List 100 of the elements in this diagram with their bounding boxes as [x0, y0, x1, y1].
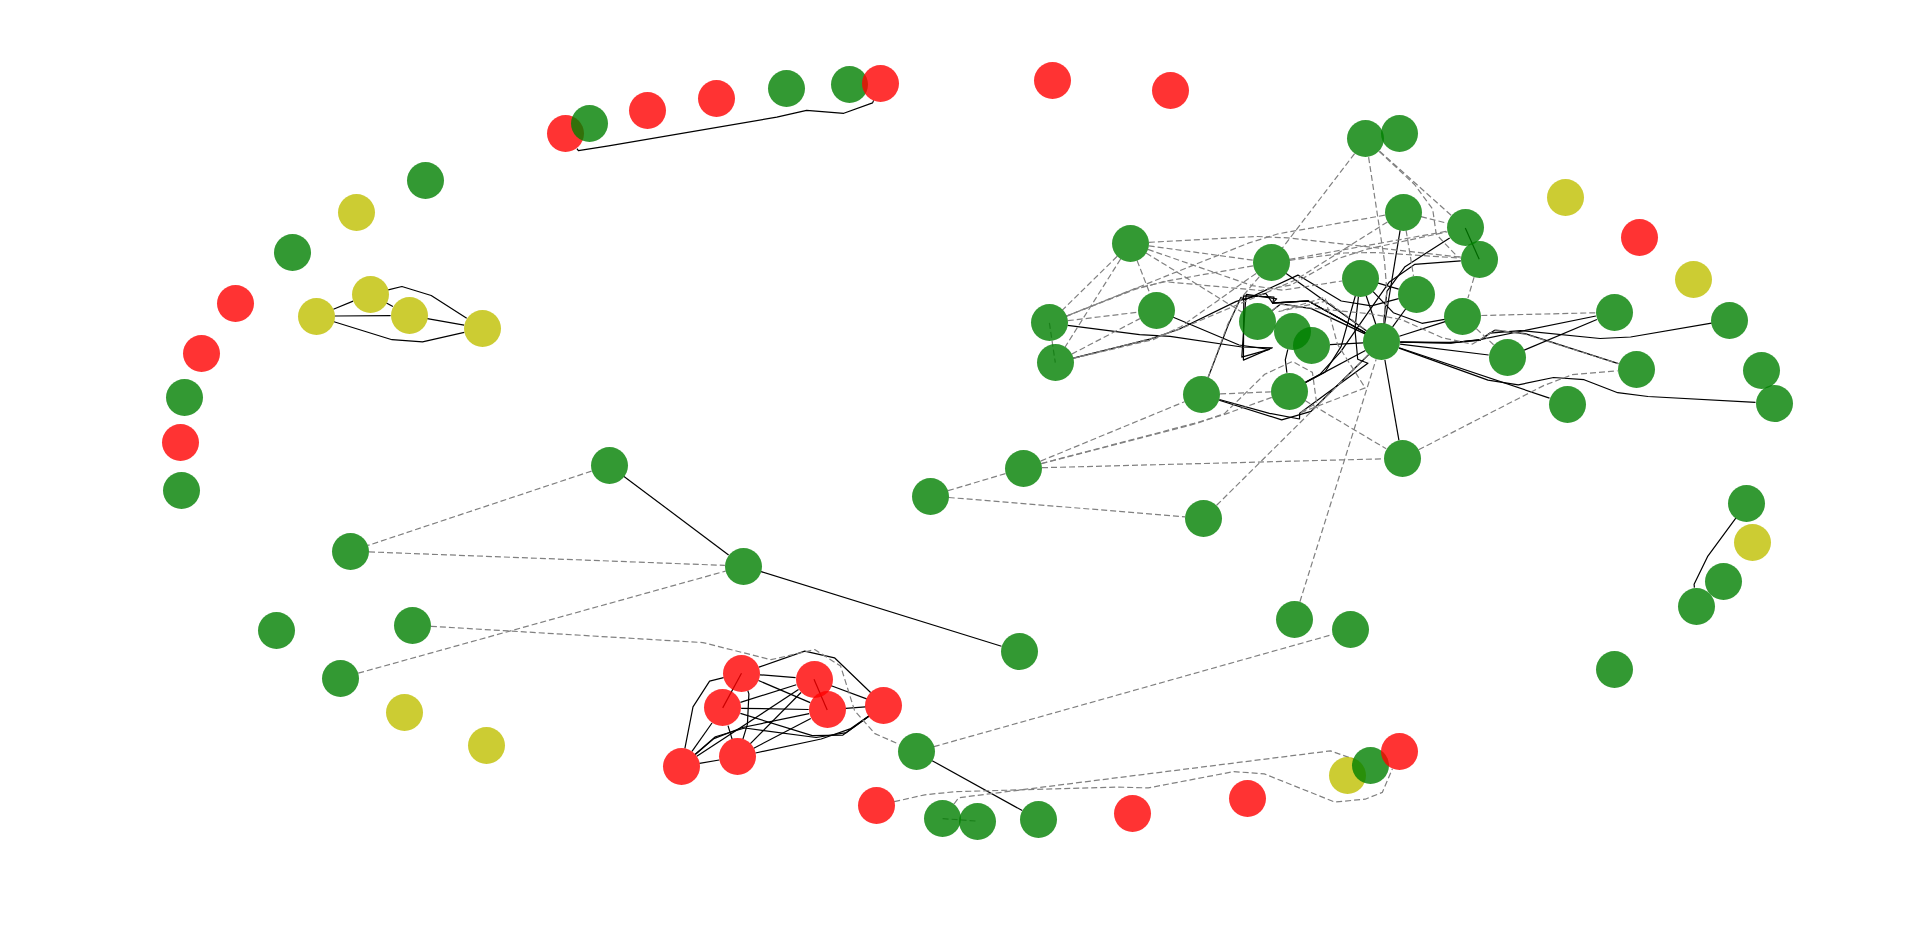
edge-line — [749, 691, 802, 745]
edge-line — [1398, 321, 1446, 337]
edge-line — [1329, 342, 1364, 346]
graph-node — [857, 787, 895, 825]
dashed-edge-line — [1148, 235, 1462, 258]
edge-line — [1392, 308, 1407, 328]
dashed-edge-line — [1136, 259, 1151, 294]
graph-node — [1446, 209, 1484, 247]
dashed-edge-line — [1405, 229, 1415, 277]
edge-line — [426, 318, 465, 326]
edge-line — [1523, 318, 1598, 351]
graph-node — [162, 423, 199, 461]
graph-node — [723, 654, 760, 692]
graph-node — [808, 691, 846, 729]
dashed-edge-line — [1299, 358, 1377, 603]
edge-line — [1384, 229, 1401, 325]
edge-line — [1399, 329, 1619, 365]
dashed-edge-line — [893, 768, 1393, 803]
graph-node — [166, 378, 204, 416]
dashed-edge-line — [1067, 311, 1139, 322]
graph-node — [1488, 338, 1526, 376]
edge-line — [845, 706, 867, 709]
graph-node — [337, 193, 375, 231]
graph-node — [390, 296, 428, 334]
graph-node — [258, 611, 296, 649]
graph-node — [662, 748, 700, 785]
graph-node — [1444, 297, 1482, 335]
graph-node — [217, 284, 255, 322]
graph-node — [1546, 179, 1584, 217]
graph-node — [1381, 733, 1419, 771]
graph-node — [1113, 794, 1151, 832]
graph-node — [463, 309, 501, 347]
edge-line — [1271, 303, 1366, 335]
dashed-edge-line — [1207, 276, 1260, 378]
dashed-edge-line — [1418, 370, 1619, 451]
graph-node — [332, 532, 369, 570]
graph-node — [865, 686, 903, 724]
dashed-edge-line — [367, 470, 593, 546]
edge-line — [1384, 359, 1400, 441]
dashed-edge-line — [1148, 245, 1254, 261]
graph-node — [795, 660, 833, 698]
graph-node — [1595, 650, 1633, 688]
graph-node — [1677, 587, 1715, 625]
graph-node — [1332, 611, 1369, 648]
dashed-edge-line — [1288, 251, 1462, 261]
dashed-edge-line — [357, 570, 727, 674]
edge-line — [1305, 295, 1356, 384]
graph-node — [1185, 499, 1222, 537]
dashed-edge-line — [1304, 400, 1387, 450]
edge-line — [332, 300, 354, 310]
edge-line — [739, 684, 797, 703]
edge-line — [1172, 293, 1367, 358]
edge-line — [759, 674, 797, 679]
dashed-edge-line — [1040, 401, 1186, 462]
graph-node — [182, 334, 220, 372]
edge-line — [830, 685, 868, 700]
edge-line — [623, 475, 730, 556]
graph-node — [1341, 259, 1379, 297]
graph-node — [406, 161, 444, 199]
dashed-edge-line — [1467, 276, 1475, 299]
graph-node — [1293, 327, 1330, 365]
edge-line — [760, 571, 1003, 647]
graph-node — [862, 64, 900, 102]
edge-line — [742, 690, 750, 740]
graph-node — [1728, 484, 1766, 522]
graph-node — [1030, 304, 1068, 342]
dashed-edge-line — [1064, 258, 1122, 348]
dashed-edge-line — [1378, 150, 1462, 258]
graph-node — [1020, 801, 1057, 839]
edge-line — [1693, 517, 1737, 589]
graph-node — [1711, 301, 1749, 339]
graph-node — [1151, 71, 1189, 109]
dashed-edge-line — [1066, 231, 1448, 317]
graph-node — [629, 91, 666, 129]
graph-node — [1460, 240, 1498, 278]
edge-line — [757, 679, 811, 704]
dashed-edge-line — [1072, 272, 1257, 359]
edge-line — [931, 760, 1023, 812]
graph-node — [1384, 193, 1422, 231]
dashed-edge-line — [1219, 391, 1272, 395]
graph-node — [1617, 350, 1655, 388]
edge-line — [754, 715, 870, 754]
graph-node — [571, 104, 608, 142]
dashed-edge-line — [1147, 248, 1343, 291]
edge-line — [684, 677, 725, 749]
graph-node — [1381, 114, 1419, 152]
edge-line — [1304, 260, 1462, 383]
graph-node — [1705, 563, 1743, 601]
graph-node — [1270, 372, 1308, 410]
graph-node — [321, 659, 359, 697]
edge-line — [758, 650, 872, 694]
edge-line — [727, 725, 733, 740]
graph-node — [1742, 351, 1780, 389]
graph-node — [1033, 61, 1071, 99]
graph-node — [1733, 523, 1771, 561]
dashed-edge-line — [948, 496, 1186, 518]
edge-line — [1398, 347, 1551, 399]
dashed-edge-line — [368, 551, 726, 566]
graph-node — [1000, 633, 1038, 671]
graph-node — [467, 726, 505, 764]
